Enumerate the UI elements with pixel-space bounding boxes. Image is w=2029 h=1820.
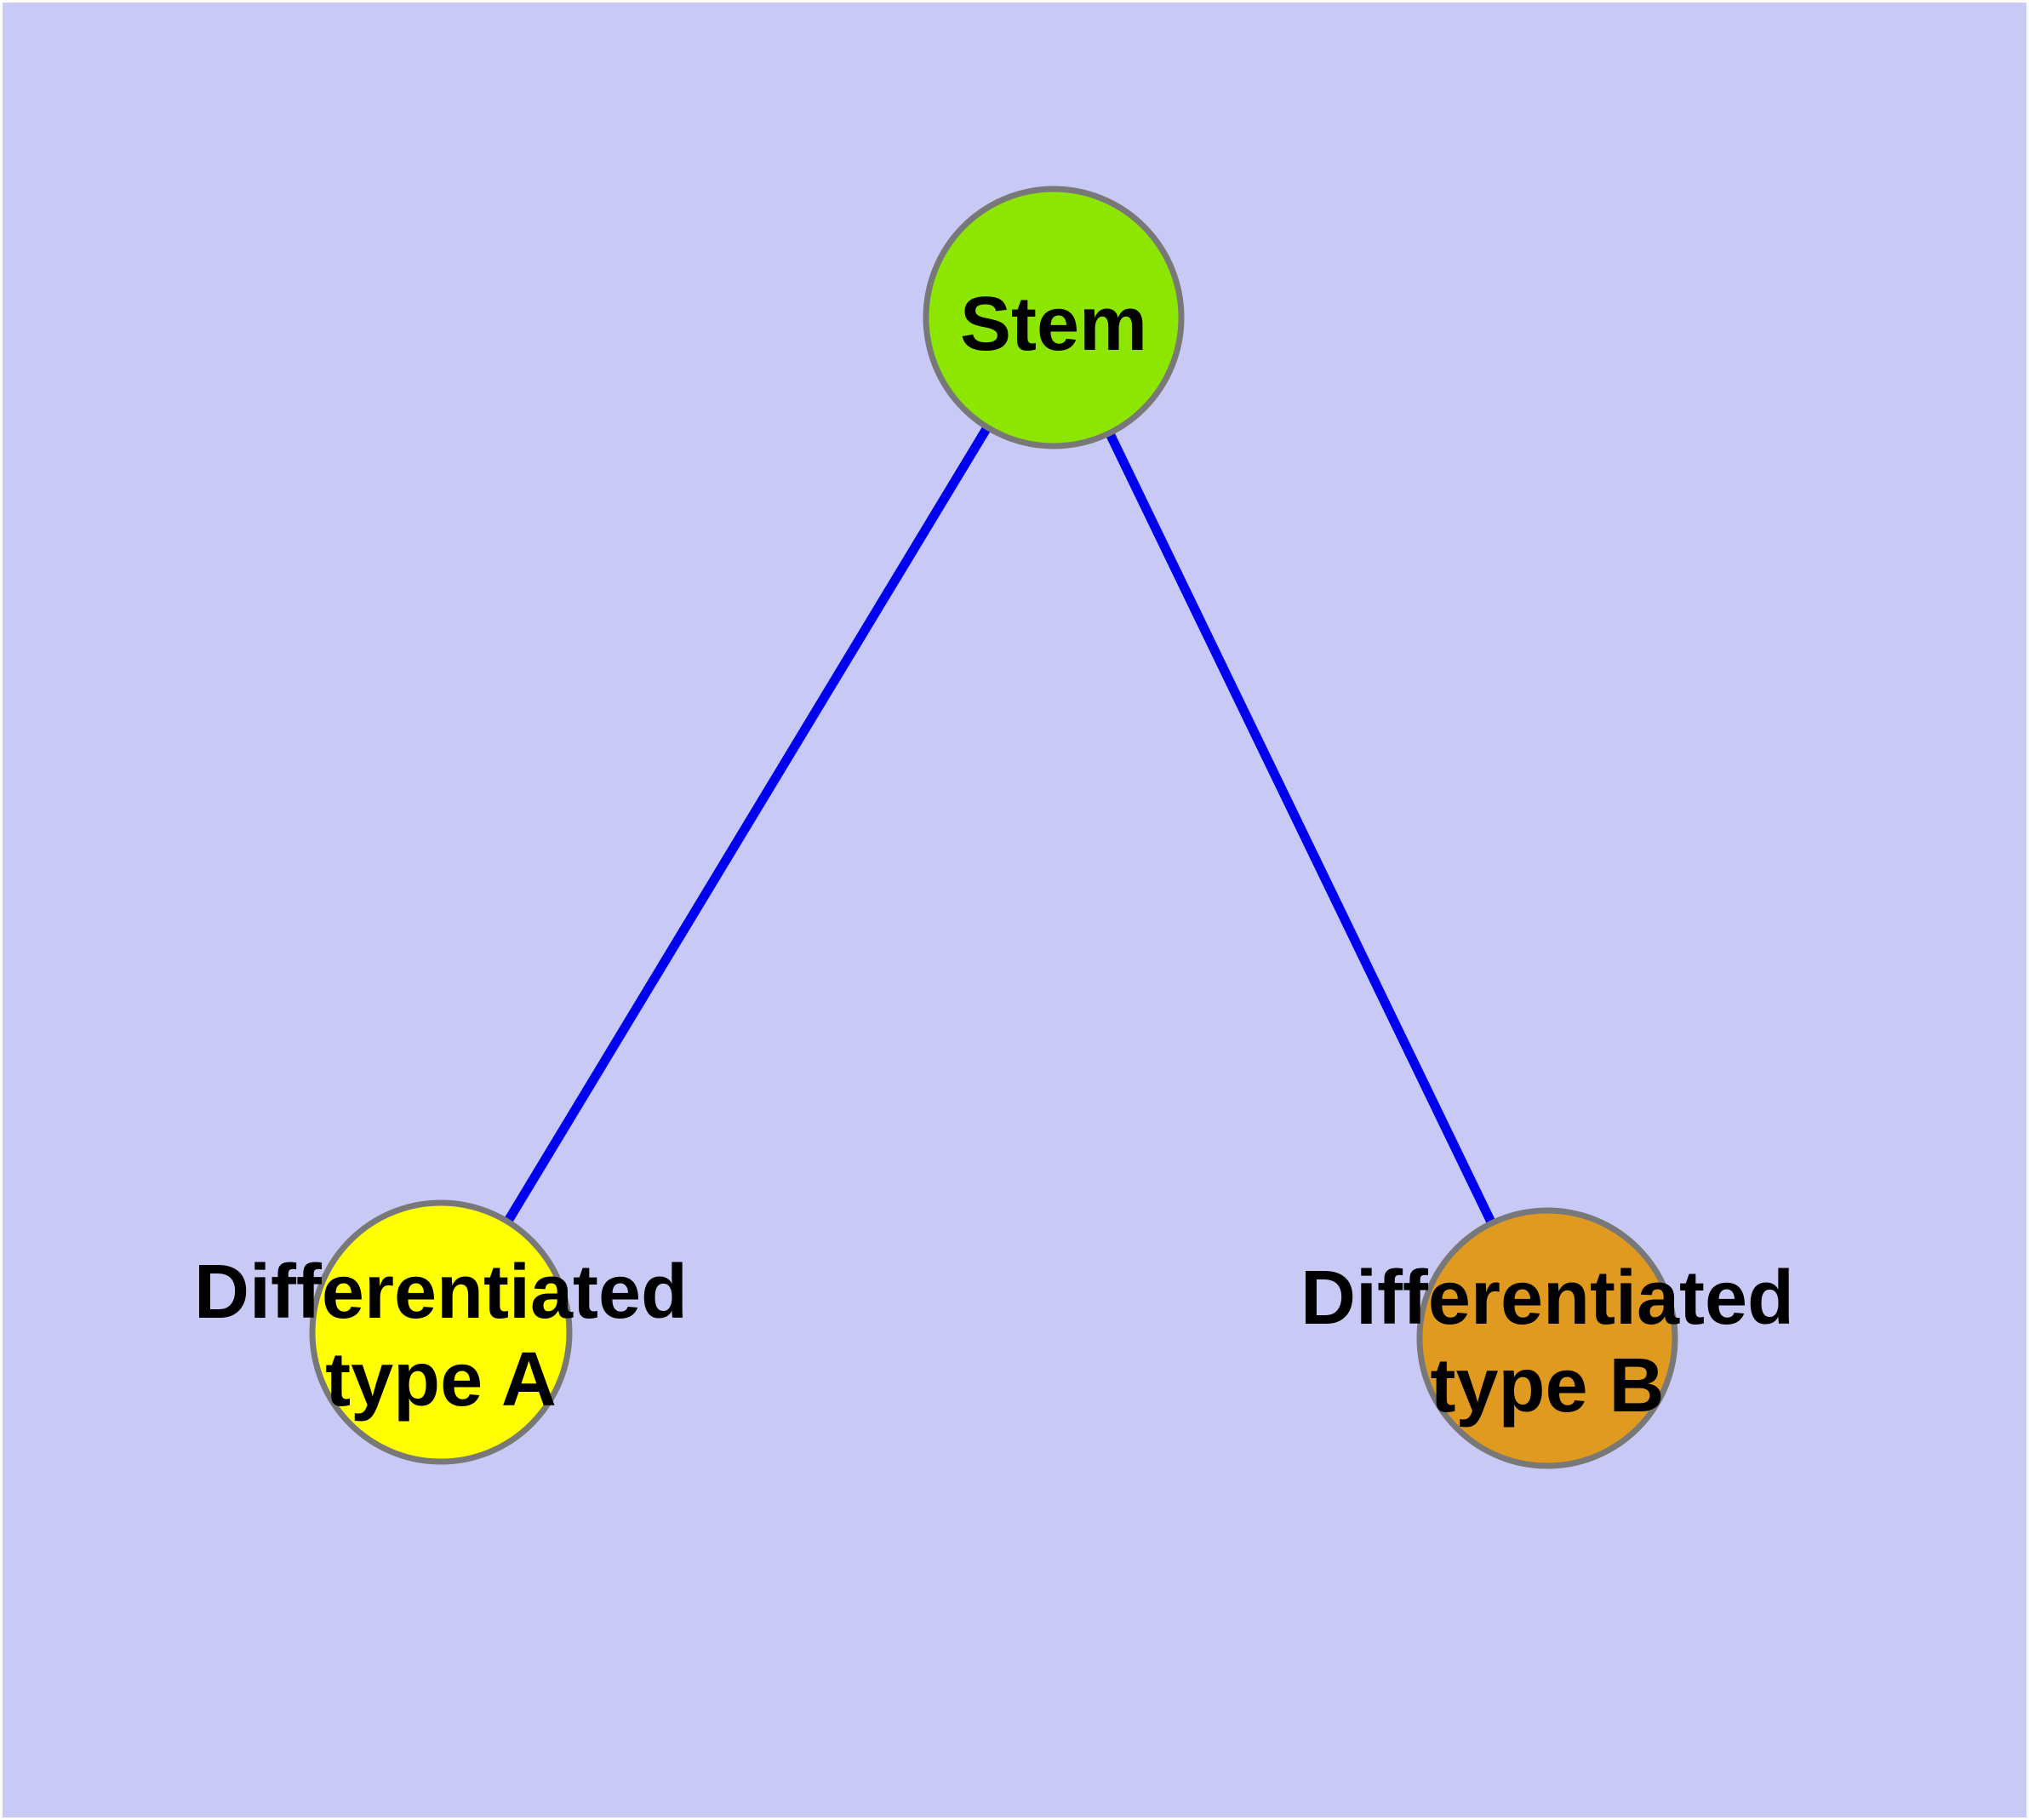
type-b-node (1416, 1207, 1678, 1469)
type-a-label-line-1: Differentiated (194, 1250, 688, 1335)
edge-stem-to-type-a (437, 315, 1058, 1335)
type-b-label-line-2: type B (1430, 1343, 1664, 1428)
type-b-label-line-1: Differentiated (1300, 1256, 1794, 1341)
stem-node (923, 186, 1185, 449)
type-a-node (309, 1199, 573, 1465)
edge-stem-to-type-b (1049, 315, 1552, 1341)
stem-node-label: Stem (960, 282, 1147, 367)
type-a-label-line-2: type A (325, 1337, 557, 1422)
